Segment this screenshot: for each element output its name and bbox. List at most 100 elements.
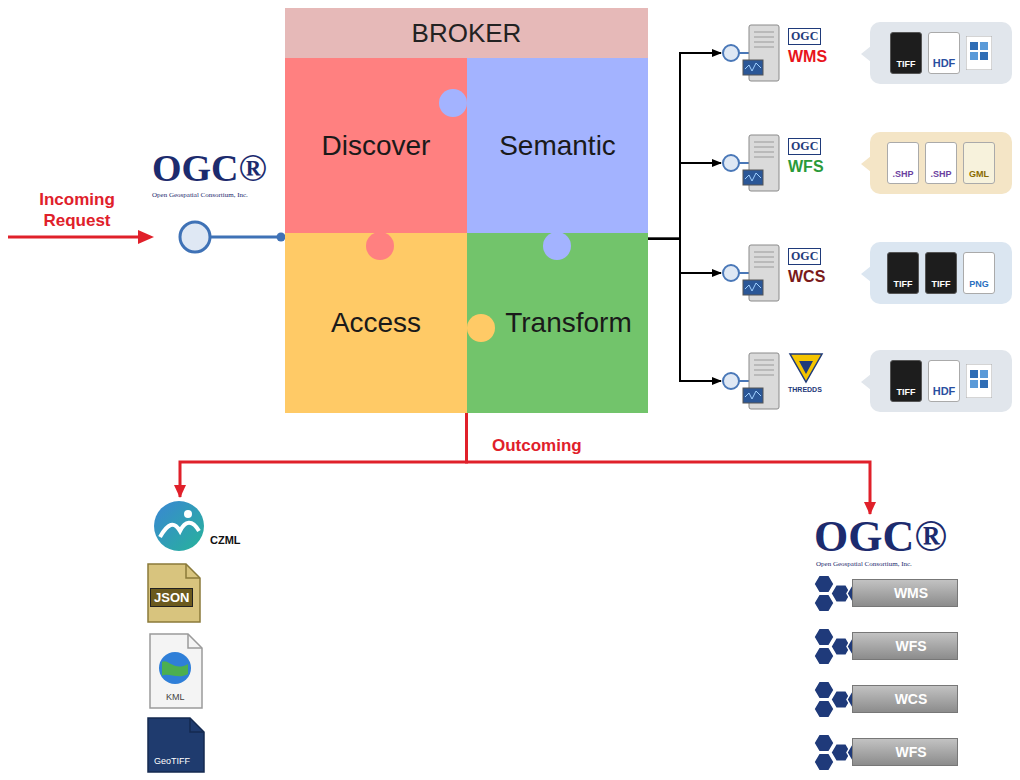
puzzle-piece: Access: [285, 233, 467, 413]
rect-shape: [966, 364, 992, 398]
path-shape: [150, 634, 202, 708]
flow-label: Incoming Request: [22, 189, 132, 231]
server-icon: [722, 22, 784, 84]
logo-text: OGC®: [152, 146, 267, 190]
path-shape: [188, 634, 202, 648]
broker-title: BROKER: [285, 8, 648, 58]
service-bar-body: WFS: [852, 738, 958, 766]
path-shape: [162, 661, 188, 676]
ogc-logo: OGC®Open Geospatial Consortium, Inc.: [812, 515, 972, 571]
service-label: WMS: [788, 48, 827, 66]
polygon-shape: [861, 266, 871, 282]
rect-shape: [970, 42, 978, 50]
circle-shape: [467, 314, 495, 342]
format-bubble: .SHP.SHPGML: [870, 132, 1012, 194]
path-shape: [160, 523, 199, 537]
line-shape: [739, 52, 749, 54]
interface-stick: [210, 236, 280, 239]
rect-shape: [980, 42, 988, 50]
polyline-shape: [745, 173, 761, 181]
line-shape: [754, 252, 774, 253]
logo-subtitle: Open Geospatial Consortium, Inc.: [816, 560, 912, 568]
puzzle-piece: Discover: [285, 58, 467, 233]
line-shape: [754, 262, 774, 263]
circle-shape: [723, 155, 739, 171]
service-bar: WFS: [812, 733, 962, 771]
circle-shape: [543, 232, 571, 260]
rect-shape: [743, 170, 763, 185]
format-icon: GeoTIFF: [146, 716, 206, 774]
polyline-shape: [745, 283, 761, 291]
format-icon: CZML: [148, 498, 268, 556]
rect-shape: [980, 370, 988, 378]
line-shape: [754, 157, 774, 158]
file-icon: PNG: [963, 252, 995, 294]
broker-box: BROKERDiscoverSemanticAccessTransform: [285, 8, 648, 413]
polyline-shape: [745, 391, 761, 399]
polygon-shape: [861, 374, 871, 390]
circle-shape: [723, 45, 739, 61]
line-shape: [754, 42, 774, 43]
file-icon: GML: [963, 142, 995, 184]
rect-shape: [970, 370, 978, 378]
connector: [648, 239, 721, 381]
rect-shape: [743, 388, 763, 403]
format-label: GeoTIFF: [154, 756, 190, 766]
server-icon: [722, 132, 784, 194]
circle-shape: [366, 232, 394, 260]
line-shape: [754, 365, 774, 366]
connector: [180, 413, 467, 497]
line-shape: [754, 257, 774, 258]
service-label: WMS: [894, 585, 928, 601]
polygon-shape: [814, 753, 834, 770]
line-shape: [754, 147, 774, 148]
connector: [648, 53, 721, 239]
file-icon: TIFF: [887, 252, 919, 294]
service-label: WFS: [895, 638, 926, 654]
rect-shape: [743, 60, 763, 75]
bubble-tail: [861, 46, 871, 62]
service-bar: WCS: [812, 680, 962, 718]
circle-shape: [723, 265, 739, 281]
circle-shape: [154, 501, 204, 551]
logo-text: OGC®: [814, 515, 947, 559]
service-bar-body: WCS: [852, 685, 958, 713]
puzzle-knobs: [285, 8, 648, 413]
file-icon: HDF: [928, 360, 960, 402]
format-label: CZML: [210, 534, 241, 546]
format-label: JSON: [150, 588, 193, 607]
line-shape: [754, 360, 774, 361]
line-shape: [754, 32, 774, 33]
thredds-logo: [788, 352, 828, 384]
polygon-shape: [861, 46, 871, 62]
line-shape: [754, 370, 774, 371]
line-shape: [739, 162, 749, 164]
rect-shape: [980, 52, 988, 60]
line-shape: [754, 142, 774, 143]
bubble-tail: [861, 156, 871, 172]
file-icon: .SHP: [887, 142, 919, 184]
rect-shape: [970, 380, 978, 388]
polygon-shape: [814, 628, 834, 645]
piece-label: Discover: [322, 130, 431, 162]
polygon-shape: [814, 647, 834, 664]
rect-shape: [970, 52, 978, 60]
polygon-shape: [861, 156, 871, 172]
circle-shape: [723, 373, 739, 389]
rect-shape: [980, 380, 988, 388]
polygon-shape: [814, 681, 834, 698]
file-icon: TIFF: [925, 252, 957, 294]
circle-shape: [184, 510, 192, 518]
czml-icon: [152, 499, 208, 555]
bubble-tail: [861, 374, 871, 390]
format-label: KML: [166, 692, 185, 702]
format-bubble: TIFFHDF: [870, 22, 1012, 84]
line-shape: [754, 47, 774, 48]
service-label: WCS: [788, 268, 825, 286]
server-node: OGCWMS: [722, 22, 862, 84]
thredds-label: THREDDS: [788, 386, 822, 393]
polygon-shape: [814, 700, 834, 717]
server-node: OGCWCS: [722, 242, 862, 304]
format-icon: JSON: [146, 562, 202, 624]
